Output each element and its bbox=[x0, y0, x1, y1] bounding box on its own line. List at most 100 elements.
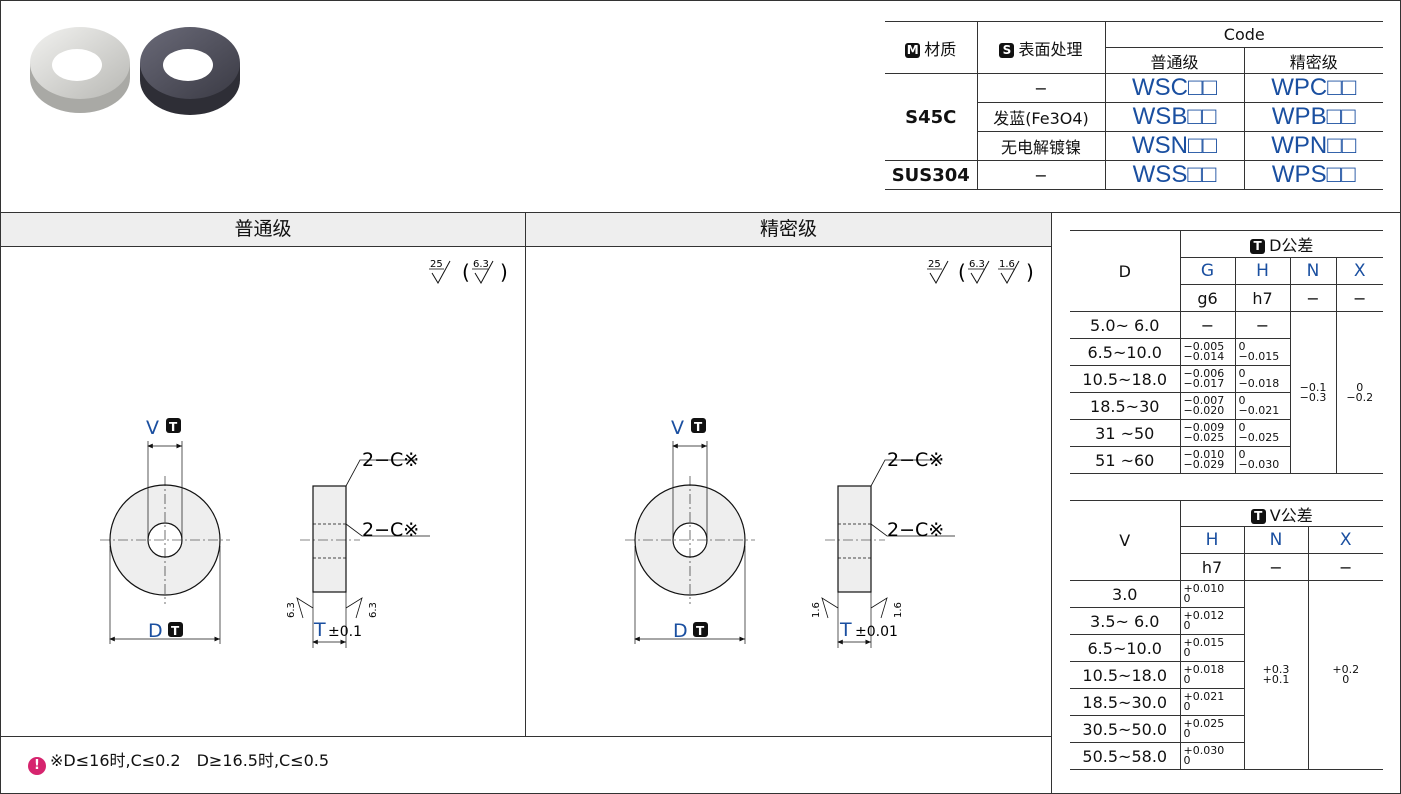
d-col-h: H bbox=[1234, 257, 1291, 285]
v-range: 3.0 bbox=[1070, 580, 1181, 608]
v-sub-h: h7 bbox=[1179, 553, 1245, 581]
chamfer-label: 2−C※ bbox=[362, 449, 419, 471]
grade-precision-header: 精密级 bbox=[1243, 47, 1383, 74]
h-tol: 0−0.030 bbox=[1234, 446, 1291, 474]
chamfer-label: 2−C※ bbox=[887, 519, 944, 541]
v-col-h: H bbox=[1179, 526, 1245, 554]
v-range: 3.5~ 6.0 bbox=[1070, 607, 1181, 635]
material-sus304: SUS304 bbox=[885, 160, 978, 190]
d-range: 10.5~18.0 bbox=[1070, 365, 1181, 393]
d-label: D bbox=[148, 620, 163, 642]
d-range: 18.5~30 bbox=[1070, 392, 1181, 420]
surface-cell: 无电解镀镍 bbox=[976, 131, 1106, 161]
washer-side-view bbox=[312, 485, 347, 593]
material-s45c: S45C bbox=[885, 73, 978, 161]
code-header: Code bbox=[1104, 21, 1383, 48]
code-cell: WSS□□ bbox=[1104, 160, 1245, 190]
code-cell: WPS□□ bbox=[1243, 160, 1383, 190]
d-label: D bbox=[673, 620, 688, 642]
svg-text:(: ( bbox=[958, 260, 966, 284]
g-tol: −0.005−0.014 bbox=[1179, 338, 1236, 366]
svg-text:): ) bbox=[1026, 260, 1034, 284]
svg-text:): ) bbox=[500, 260, 508, 284]
g-tol: −0.010−0.029 bbox=[1179, 446, 1236, 474]
warning-icon: ! bbox=[28, 757, 46, 775]
silver-washer-photo bbox=[30, 27, 130, 113]
n-tol: +0.3+0.1 bbox=[1243, 580, 1309, 770]
d-badge: T bbox=[696, 624, 705, 638]
material-badge: M bbox=[905, 42, 921, 58]
v-col-x: X bbox=[1307, 526, 1383, 554]
note: !※D≤16时,C≤0.2 D≥16.5时,C≤0.5 bbox=[28, 750, 329, 775]
t-label: T bbox=[839, 619, 852, 641]
svg-text:6.3: 6.3 bbox=[969, 259, 985, 270]
rough-63-label: 6.3 bbox=[473, 259, 489, 270]
h-tol: − bbox=[1234, 311, 1291, 339]
d-sub-n: − bbox=[1289, 284, 1337, 312]
d-col-x: X bbox=[1335, 257, 1383, 285]
chamfer-label: 2−C※ bbox=[362, 519, 419, 541]
top-divider bbox=[0, 212, 1401, 213]
v-badge: T bbox=[694, 420, 703, 434]
n-tol: −0.1−0.3 bbox=[1289, 311, 1337, 474]
d-sub-x: − bbox=[1335, 284, 1383, 312]
d-range: 31 ~50 bbox=[1070, 419, 1181, 447]
v-col-n: N bbox=[1243, 526, 1309, 554]
d-range: 6.5~10.0 bbox=[1070, 338, 1181, 366]
right-divider bbox=[1051, 212, 1052, 794]
d-col-g: G bbox=[1179, 257, 1236, 285]
normal-drawing: 25 ( 6.3 ) V T D T bbox=[100, 259, 508, 648]
g-tol: − bbox=[1179, 311, 1236, 339]
code-cell: WSC□□ bbox=[1104, 73, 1245, 103]
black-washer-photo bbox=[140, 27, 240, 115]
d-sub-h: h7 bbox=[1234, 284, 1291, 312]
surface-cell: 发蓝(Fe3O4) bbox=[976, 102, 1106, 132]
v-range: 50.5~58.0 bbox=[1070, 742, 1181, 770]
note-text: ※D≤16时,C≤0.2 D≥16.5时,C≤0.5 bbox=[50, 751, 330, 770]
g-tol: −0.007−0.020 bbox=[1179, 392, 1236, 420]
roughness-symbol: 25 ( 6.3 1.6 ) bbox=[927, 259, 1034, 285]
code-cell: WSN□□ bbox=[1104, 131, 1245, 161]
surface-badge: S bbox=[999, 42, 1015, 58]
d-range: 5.0~ 6.0 bbox=[1070, 311, 1181, 339]
chamfer-label: 2−C※ bbox=[887, 449, 944, 471]
h-tol: 0−0.025 bbox=[1234, 419, 1291, 447]
g-tol: −0.009−0.025 bbox=[1179, 419, 1236, 447]
roughness-symbol: 25 ( 6.3 ) bbox=[429, 259, 508, 285]
surface-cell: − bbox=[976, 160, 1106, 190]
section-normal-title: 普通级 bbox=[1, 213, 525, 247]
v-range: 18.5~30.0 bbox=[1070, 688, 1181, 716]
code-cell: WPB□□ bbox=[1243, 102, 1383, 132]
d-badge: T bbox=[171, 624, 180, 638]
technical-drawing: 25 ( 6.3 ) V T D T bbox=[100, 259, 1034, 648]
v-label: V bbox=[146, 417, 159, 439]
svg-text:(: ( bbox=[462, 260, 470, 284]
svg-text:25: 25 bbox=[928, 259, 941, 270]
svg-text:1.6: 1.6 bbox=[811, 602, 822, 618]
x-tol: 0−0.2 bbox=[1335, 311, 1383, 474]
code-cell: WPN□□ bbox=[1243, 131, 1383, 161]
v-col-header: V bbox=[1070, 500, 1181, 581]
d-range: 51 ~60 bbox=[1070, 446, 1181, 474]
v-range: 30.5~50.0 bbox=[1070, 715, 1181, 743]
d-col-header: D bbox=[1070, 230, 1181, 312]
precision-drawing: 25 ( 6.3 1.6 ) V T D T 2 bbox=[625, 259, 1034, 648]
surface-cell: − bbox=[976, 73, 1106, 103]
svg-text:1.6: 1.6 bbox=[999, 259, 1015, 270]
v-label: V bbox=[671, 417, 684, 439]
rough-25-label: 25 bbox=[430, 259, 443, 270]
section-precision-title: 精密级 bbox=[526, 213, 1051, 247]
